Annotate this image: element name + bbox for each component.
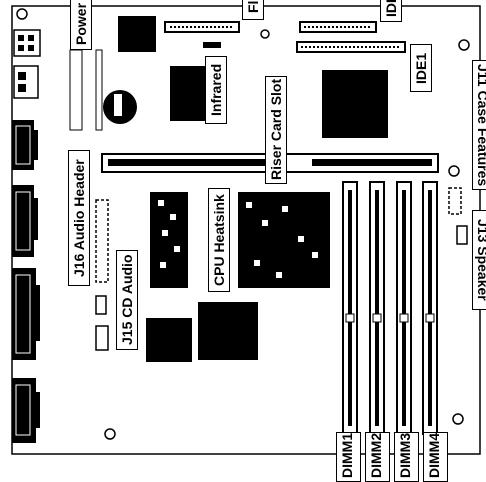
label-case-features: J11 Case Features	[472, 60, 486, 190]
chip-bottom-center	[198, 302, 258, 360]
mounting-hole-bottom-right	[452, 413, 464, 425]
io-chip-top	[118, 16, 156, 52]
mounting-hole-right-mid	[448, 165, 460, 177]
mounting-hole-top-mid	[260, 29, 270, 39]
label-dimm4: DIMM4	[423, 432, 448, 482]
audio-header-pins	[95, 199, 109, 283]
label-floppy: Flo	[242, 0, 264, 20]
infrared-header	[203, 42, 221, 48]
label-cpu-heatsink: CPU Heatsink	[208, 188, 230, 292]
label-power: Power	[70, 0, 92, 50]
label-ide2: IDE	[380, 0, 402, 22]
label-infrared: Infrared	[205, 56, 227, 124]
label-audio-header: J16 Audio Header	[68, 150, 90, 286]
chip-bottom-left	[146, 318, 192, 362]
cd-audio-header-2	[95, 325, 109, 351]
io-ports-outlines	[15, 125, 31, 436]
cd-audio-header-1	[95, 295, 107, 315]
motherboard-diagram	[11, 5, 481, 455]
label-speaker: J13 Speaker	[472, 210, 486, 310]
dimm-slots	[342, 181, 438, 435]
chipset-north	[322, 70, 388, 138]
floppy-connector	[164, 21, 240, 33]
label-dimm3: DIMM3	[394, 432, 419, 482]
mounting-hole-top-left	[16, 8, 28, 20]
ide2-connector	[299, 21, 377, 33]
ide1-connector	[296, 41, 406, 53]
label-ide1: IDE1	[410, 44, 432, 92]
label-riser-card-slot: Riser Card Slot	[265, 76, 287, 184]
mounting-hole-top-right	[458, 39, 470, 51]
mounting-hole-bottom-left	[104, 428, 116, 440]
label-dimm1: DIMM1	[336, 432, 361, 482]
case-features-header	[448, 187, 462, 215]
label-cd-audio: J15 CD Audio	[116, 250, 138, 350]
left-pin-header	[69, 49, 103, 131]
label-dimm2: DIMM2	[365, 432, 390, 482]
speaker-header	[456, 225, 468, 245]
